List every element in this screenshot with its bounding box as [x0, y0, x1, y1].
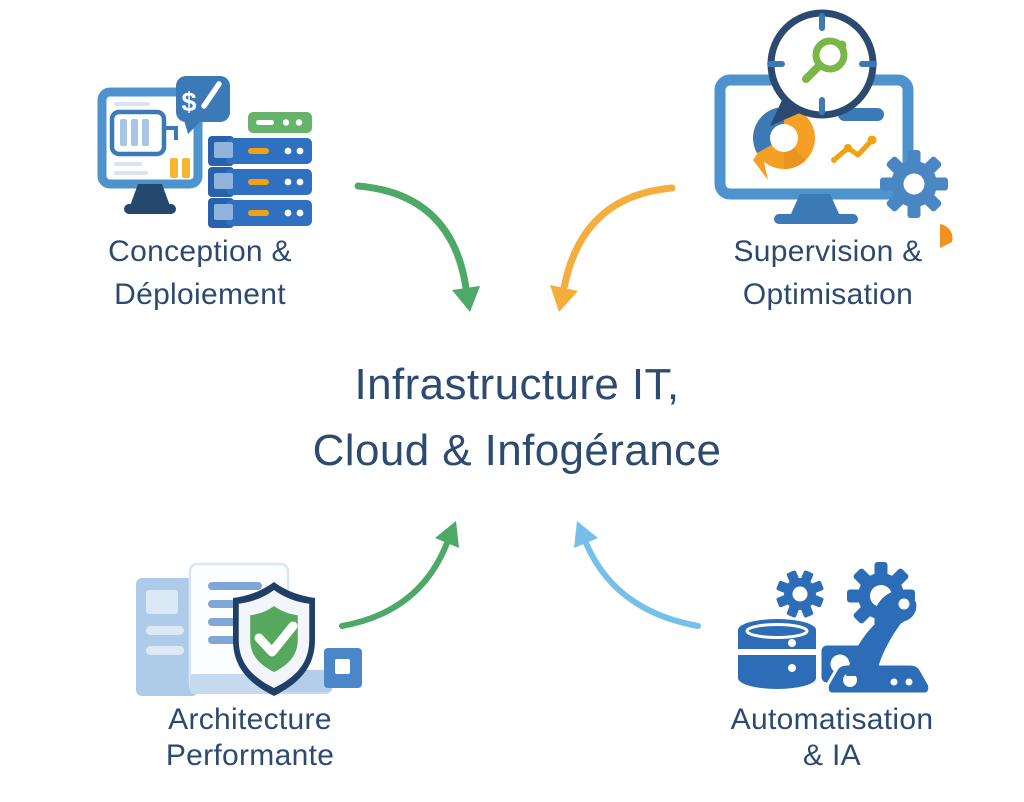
center-title: Infrastructure IT, Cloud & Infogérance	[212, 352, 822, 484]
label-automatisation-line1: Automatisation	[730, 703, 934, 736]
label-architecture-line1: Architecture	[168, 703, 332, 736]
label-conception-deploiement: Conception & Déploiement	[40, 230, 360, 316]
search-bubble-icon	[767, 9, 877, 126]
small-gear-icon	[776, 570, 824, 618]
center-title-line2: Cloud & Infogérance	[312, 426, 722, 475]
orange-accent-icon	[940, 224, 953, 248]
label-automatisation-line2: & IA	[803, 739, 861, 772]
label-conception-line2: Déploiement	[114, 278, 286, 311]
label-conception-line1: Conception &	[108, 235, 292, 268]
label-architecture-line2: Performante	[165, 739, 335, 772]
pie-chart-icon	[753, 107, 815, 180]
terminal-bubble-icon: $	[176, 76, 230, 134]
gears-database-robot-icon	[734, 562, 932, 696]
label-supervision-optimisation: Supervision & Optimisation	[668, 230, 988, 316]
arrow-top-left-to-center-icon	[354, 182, 480, 312]
label-supervision-line2: Optimisation	[742, 278, 914, 311]
monitor-analytics-gear-icon	[714, 9, 948, 224]
center-title-line1: Infrastructure IT,	[354, 360, 680, 409]
arrow-bottom-right-to-center-icon	[574, 521, 701, 629]
svg-text:$: $	[181, 87, 196, 117]
label-automatisation-ia: Automatisation & IA	[672, 702, 992, 774]
arrow-top-right-to-center-icon	[550, 184, 676, 312]
gear-icon	[880, 150, 948, 218]
server-stack-icon	[208, 112, 312, 228]
shield-check-icon	[233, 582, 315, 696]
label-architecture-performante: Architecture Performante	[90, 702, 410, 774]
database-icon	[734, 619, 820, 689]
monitor-terminal-servers-icon: $	[97, 76, 312, 228]
trend-line-icon	[831, 135, 877, 163]
label-supervision-line1: Supervision &	[733, 235, 923, 268]
robot-arm-icon	[825, 590, 932, 696]
document-shield-check-icon	[136, 562, 362, 696]
